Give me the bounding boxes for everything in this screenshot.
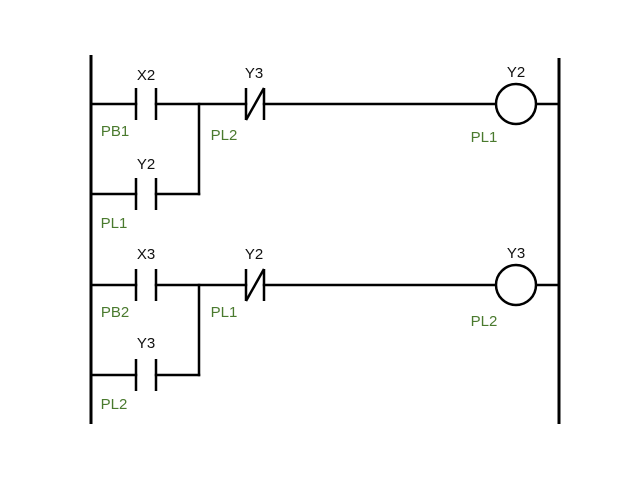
contact-y3-normally-closed: Y3 PL2: [211, 65, 266, 144]
contact-address-label: Y3: [137, 335, 155, 352]
coil-y3: Y3 PL2: [471, 245, 538, 330]
contact-tag-label: PL2: [101, 396, 128, 413]
coil-address-label: Y3: [507, 245, 525, 262]
rung-1: X2 PB1 Y2 PL1 Y3 PL2 Y2 PL1: [89, 64, 561, 232]
coil-tag-label: PL1: [471, 129, 498, 146]
contact-address-label: Y2: [137, 156, 155, 173]
contact-tag-label: PB1: [101, 123, 129, 140]
contact-address-label: X3: [137, 246, 155, 263]
contact-address-label: X2: [137, 67, 155, 84]
contact-x3: X3 PB2: [101, 246, 158, 321]
coil-y2: Y2 PL1: [471, 64, 538, 146]
contact-x2: X2 PB1: [101, 67, 158, 140]
rung-2: X3 PB2 Y3 PL2 Y2 PL1 Y3 PL2: [89, 245, 561, 413]
contact-address-label: Y2: [245, 246, 263, 263]
contact-y2-seal-in: Y2 PL1: [101, 156, 158, 232]
contact-tag-label: PL1: [211, 304, 238, 321]
coil-tag-label: PL2: [471, 313, 498, 330]
contact-address-label: Y3: [245, 65, 263, 82]
contact-y2-normally-closed: Y2 PL1: [211, 246, 266, 321]
contact-y3-seal-in: Y3 PL2: [101, 335, 158, 413]
contact-tag-label: PB2: [101, 304, 129, 321]
contact-tag-label: PL2: [211, 127, 238, 144]
coil-address-label: Y2: [507, 64, 525, 81]
contact-tag-label: PL1: [101, 215, 128, 232]
